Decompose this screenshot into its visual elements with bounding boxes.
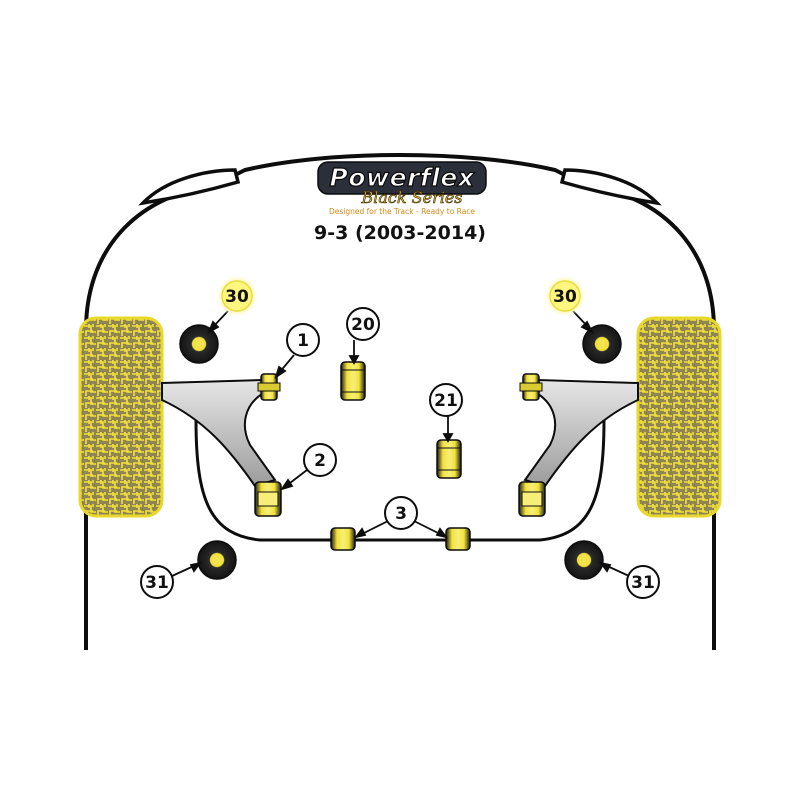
callout-label: 30 — [225, 287, 249, 307]
left-tyre — [78, 316, 164, 518]
callout-2: 2 — [303, 443, 337, 477]
bush-30-left — [179, 324, 219, 364]
left-mirror — [138, 168, 241, 206]
callout-label: 31 — [631, 573, 655, 593]
callout-30-right: 30 — [544, 275, 586, 317]
callout-3: 3 — [384, 496, 418, 530]
subframe-outline — [194, 419, 606, 542]
bush-21 — [436, 439, 462, 479]
bush-31-left — [197, 540, 237, 580]
callout-label: 31 — [145, 573, 169, 593]
bush-2-left — [254, 481, 282, 517]
leader-lines — [171, 310, 630, 577]
right-mirror — [559, 168, 662, 206]
callout-label: 20 — [351, 315, 375, 335]
bush-30-right — [582, 324, 622, 364]
callout-21: 21 — [429, 383, 463, 417]
callout-31-left: 31 — [140, 565, 174, 599]
car-body-outline — [84, 153, 716, 650]
callout-20: 20 — [346, 307, 380, 341]
callout-1: 1 — [286, 323, 320, 357]
bush-3-right — [445, 527, 471, 551]
bush-31-right — [564, 540, 604, 580]
callout-label: 30 — [553, 287, 577, 307]
left-control-arm — [161, 378, 277, 488]
callout-31-right: 31 — [626, 565, 660, 599]
right-tyre — [636, 316, 722, 518]
powerflex-logo: Powerflex Black Series Designed for the … — [317, 161, 487, 216]
logo-brand: Powerflex — [330, 163, 475, 192]
callout-label: 1 — [297, 331, 309, 351]
right-control-arm — [523, 378, 639, 488]
model-title: 9-3 (2003-2014) — [314, 222, 486, 244]
bush-1-left — [257, 373, 281, 401]
callout-30-left: 30 — [216, 275, 258, 317]
bush-2-right — [518, 481, 546, 517]
callout-label: 3 — [395, 504, 407, 524]
callout-label: 2 — [314, 451, 326, 471]
bush-1-right — [519, 373, 543, 401]
bush-3-left — [330, 527, 356, 551]
logo-series: Black Series — [360, 188, 462, 207]
logo-tagline: Designed for the Track - Ready to Race — [329, 207, 475, 216]
callout-label: 21 — [434, 391, 458, 411]
bush-20 — [340, 361, 366, 401]
